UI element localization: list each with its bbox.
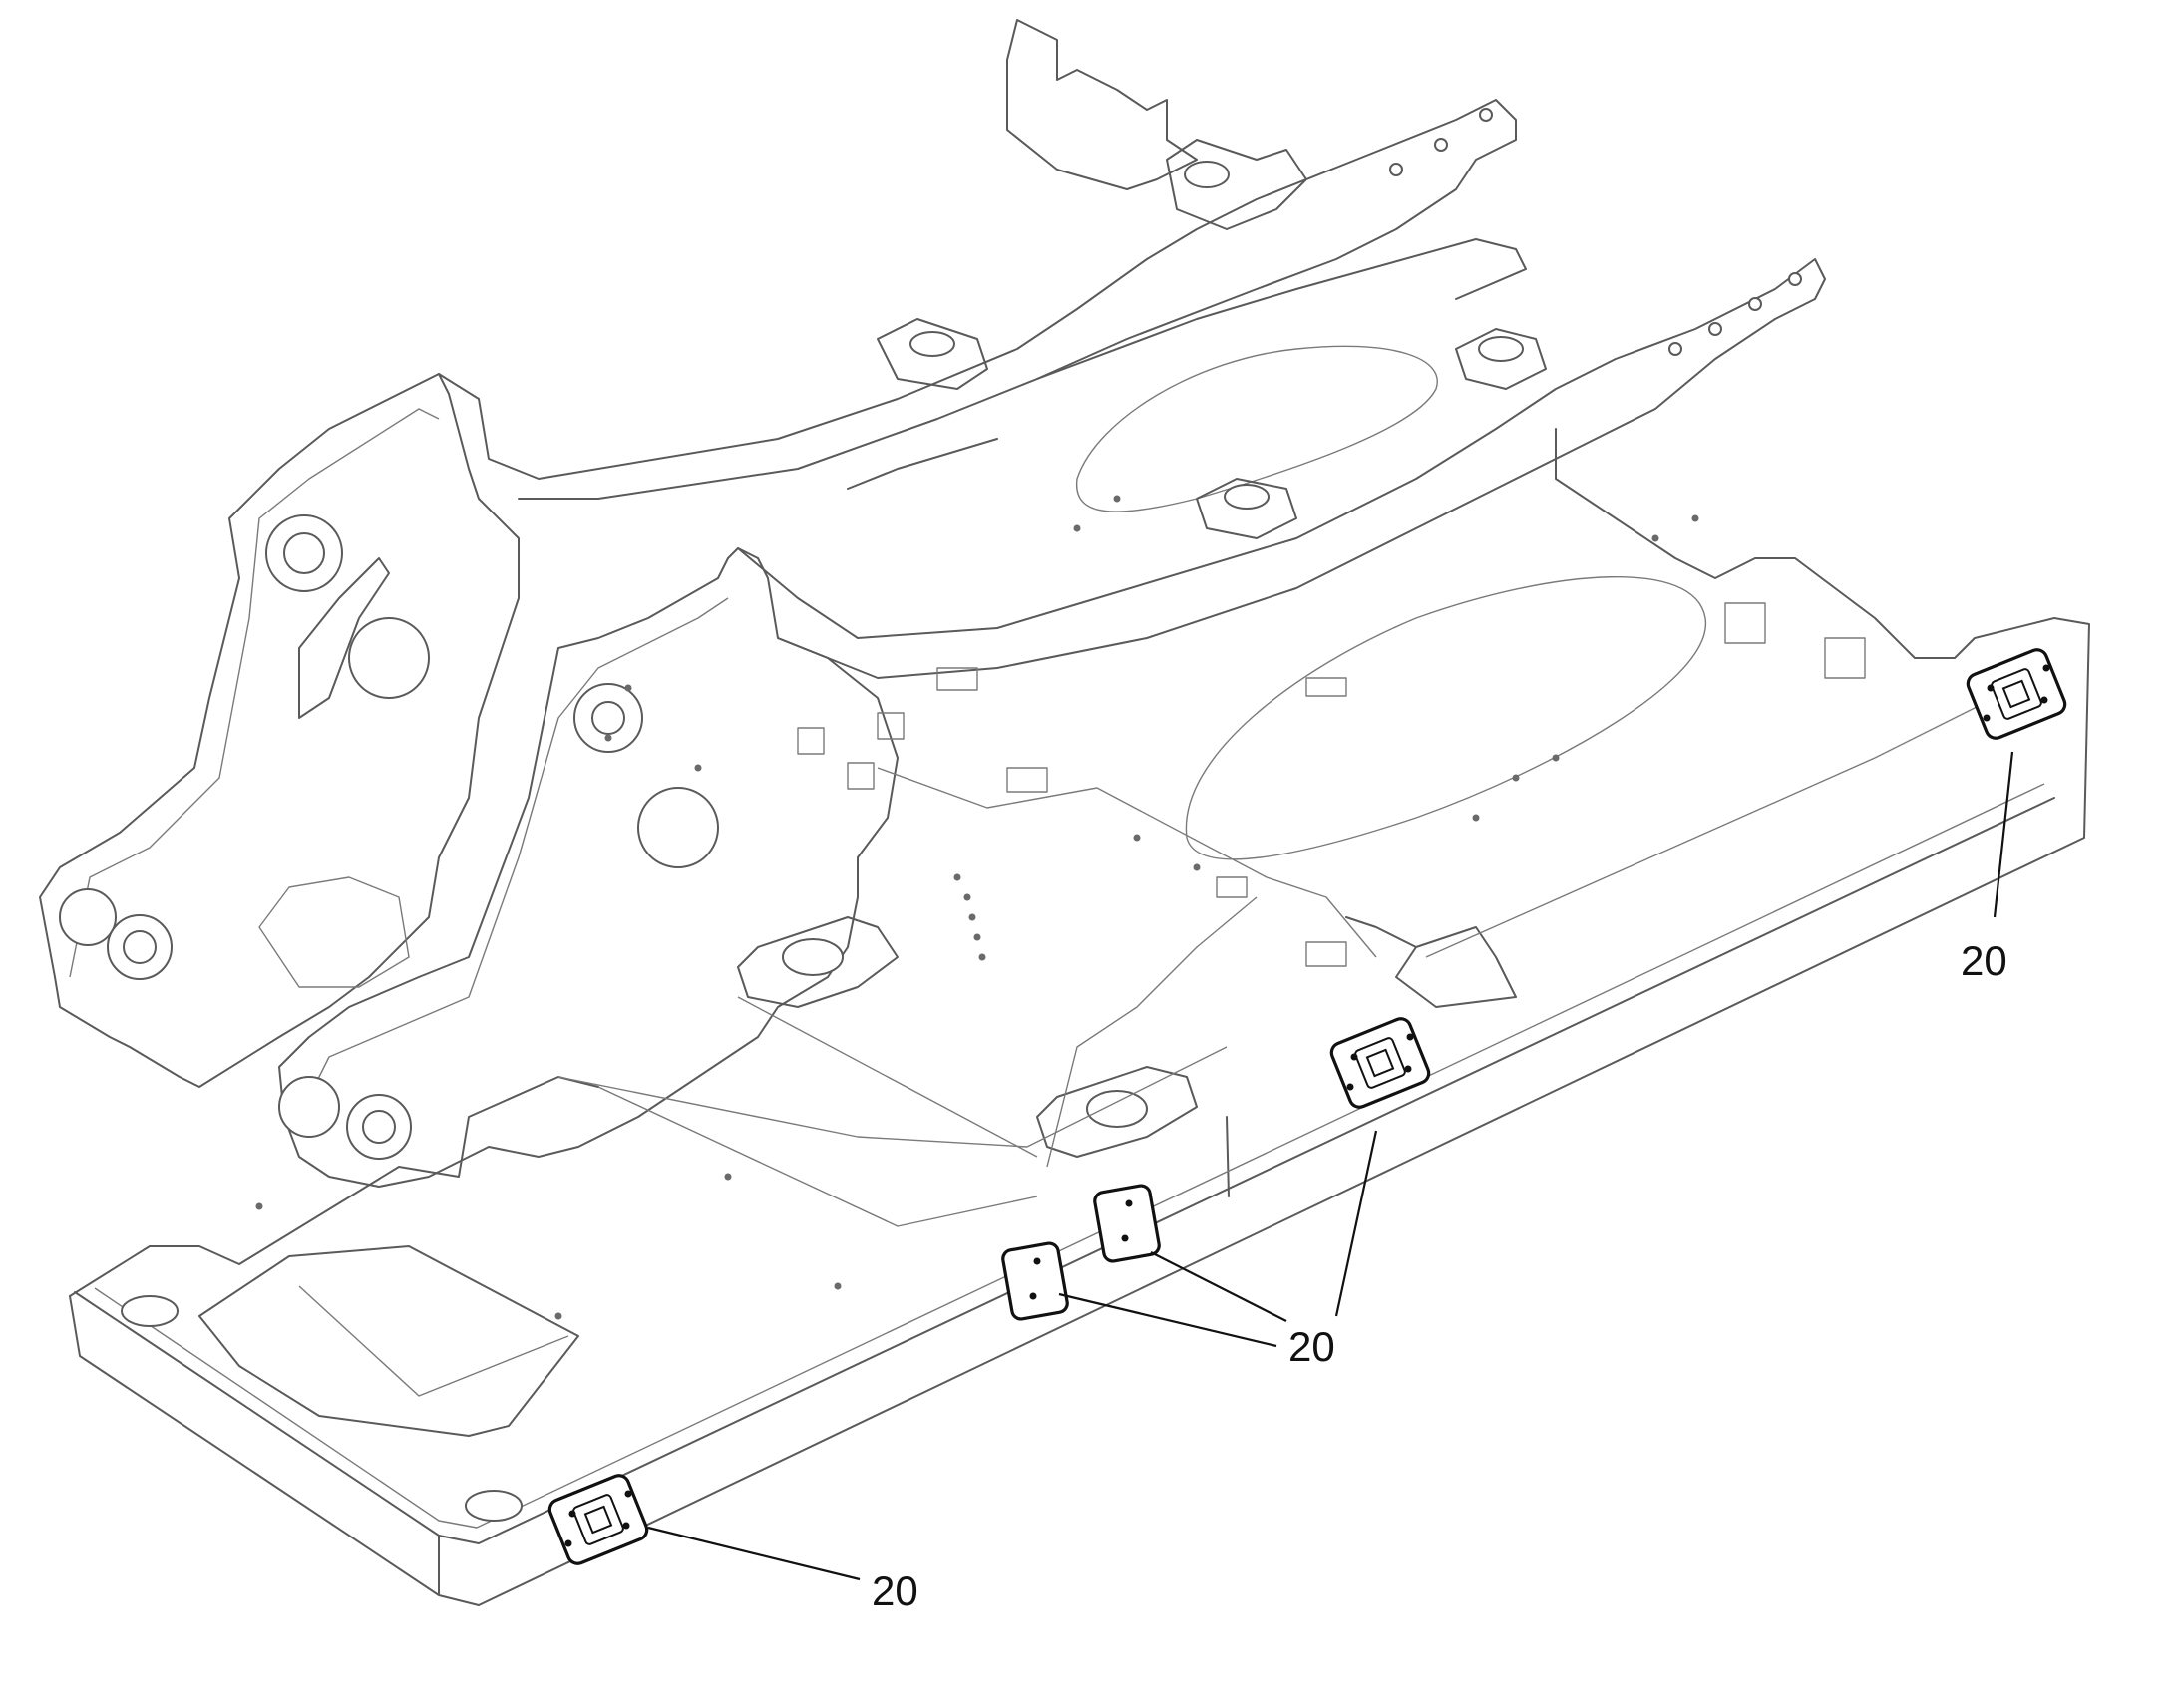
center-cutout: [1076, 345, 1438, 512]
upper-left-beam: [438, 99, 1517, 500]
front-pockets: [737, 916, 1198, 1158]
leader-far-right: [1993, 751, 2014, 918]
fasteners: [797, 602, 1866, 967]
leader-middle-right: [1334, 1130, 1378, 1317]
boom-bracket-left: [39, 373, 520, 1088]
leader-front-left: [647, 1526, 861, 1581]
callout-labels: 20 20 20: [872, 937, 2007, 1614]
callout-front-left: 20: [872, 1567, 918, 1614]
pads-item-20: [547, 648, 2067, 1565]
callout-far-right: 20: [1961, 937, 2007, 984]
upper-right-beam: [737, 258, 1826, 679]
rear-bracket: [1006, 19, 1198, 190]
leader-small-pad-a: [1058, 1292, 1277, 1348]
rivet-dots: [255, 495, 1699, 1320]
pad-middle-right: [1329, 1017, 1431, 1109]
front-left-base: [69, 1076, 599, 1437]
leader-lines: [647, 751, 2014, 1581]
middle-cross-member: [847, 238, 1527, 490]
pad-small-pair: [1001, 1184, 1161, 1321]
leader-small-pad-b: [1150, 1251, 1287, 1322]
front-rail: [69, 617, 2090, 1606]
main-frame: [39, 19, 2090, 1606]
floor-plate: [298, 996, 1228, 1397]
callout-middle: 20: [1288, 1323, 1335, 1370]
pad-front-left: [547, 1474, 649, 1565]
mounting-cups: [877, 318, 1547, 539]
rear-rail: [1345, 428, 2055, 1008]
pad-far-right: [1966, 648, 2067, 740]
boom-bracket-right: [278, 547, 899, 1188]
